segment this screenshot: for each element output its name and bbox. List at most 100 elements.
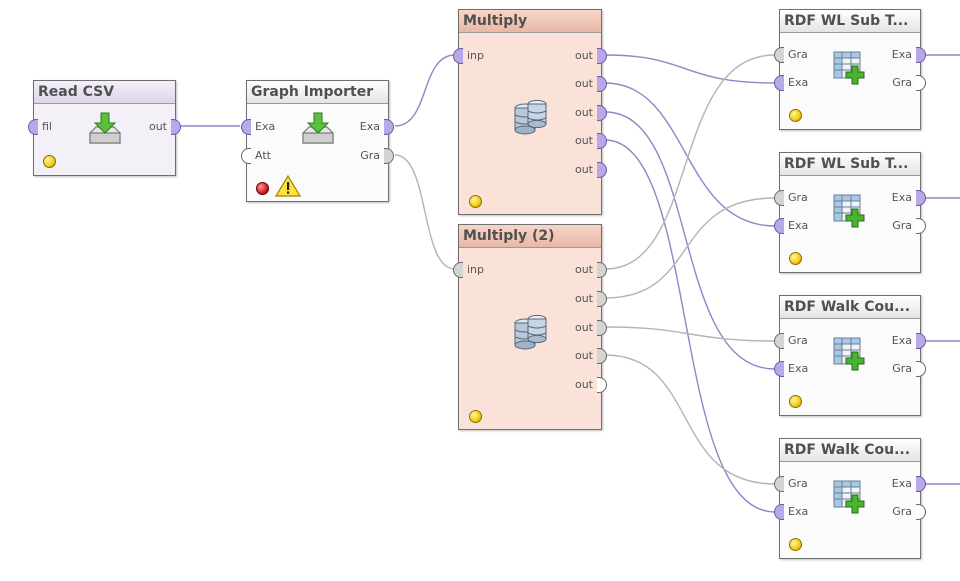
operator-title: Read CSV: [34, 81, 175, 104]
output-port-out[interactable]: [171, 119, 181, 135]
operator-title: RDF WL Sub T...: [780, 10, 920, 33]
operator-rdf-wl-subtree-2[interactable]: RDF WL Sub T... Gra Exa Exa Gra: [774, 152, 926, 273]
port-label: out: [574, 163, 593, 176]
port-label: out: [574, 49, 593, 62]
port-label: out: [574, 77, 593, 90]
input-port-exa[interactable]: [774, 218, 784, 234]
input-port-inp[interactable]: [453, 262, 463, 278]
port-label: Exa: [891, 477, 912, 490]
database-icon: [514, 314, 547, 350]
output-port-out[interactable]: [597, 377, 607, 393]
output-port-out[interactable]: [597, 48, 607, 64]
input-port-gra[interactable]: [774, 190, 784, 206]
wire-multiply-out4-to-walk2-exa: [604, 139, 776, 513]
output-port-exa[interactable]: [916, 333, 926, 349]
table-add-icon: [833, 194, 865, 228]
table-add-icon: [833, 480, 865, 514]
status-bulb-icon: [789, 252, 802, 265]
operator-rdf-wl-subtree-1[interactable]: RDF WL Sub T... Gra Exa Exa Gra: [774, 9, 926, 130]
output-port-exa[interactable]: [384, 119, 394, 135]
operator-multiply[interactable]: Multiply inp out out out out out: [453, 9, 607, 215]
output-port-out[interactable]: [597, 348, 607, 364]
operator-title: RDF Walk Cou...: [780, 296, 920, 319]
port-label: out: [574, 263, 593, 276]
input-port-exa[interactable]: [774, 75, 784, 91]
output-port-gra[interactable]: [916, 361, 926, 377]
output-port-out[interactable]: [597, 320, 607, 336]
port-label: Gra: [788, 334, 808, 347]
output-port-out[interactable]: [597, 105, 607, 121]
operator-graph-importer[interactable]: Graph Importer Exa Att Exa Gra: [241, 80, 394, 202]
port-label: fil: [42, 120, 52, 133]
operator-read-csv[interactable]: Read CSV fil out: [28, 80, 181, 176]
port-label: out: [574, 378, 593, 391]
input-port-gra[interactable]: [774, 333, 784, 349]
port-label: Gra: [892, 76, 912, 89]
operator-title: Multiply (2): [459, 225, 601, 248]
status-bulb-icon: [789, 538, 802, 551]
operator-rdf-walk-count-1[interactable]: RDF Walk Cou... Gra Exa Exa Gra: [774, 295, 926, 416]
input-port-att[interactable]: [241, 148, 251, 164]
port-label: Gra: [892, 362, 912, 375]
wire-multiply-out1-to-wl1-exa: [604, 54, 776, 84]
port-label: Gra: [360, 149, 380, 162]
input-port-exa[interactable]: [241, 119, 251, 135]
port-label: Exa: [891, 191, 912, 204]
table-add-icon: [833, 51, 865, 85]
input-port-gra[interactable]: [774, 47, 784, 63]
table-add-icon: [833, 337, 865, 371]
port-label: Exa: [788, 76, 809, 89]
operator-multiply-2[interactable]: Multiply (2) inp out out out out out: [453, 224, 607, 430]
wire-multiply-out2-to-wl2-exa: [604, 82, 776, 227]
port-label: Gra: [788, 191, 808, 204]
port-label: inp: [467, 263, 485, 276]
input-port-exa[interactable]: [774, 361, 784, 377]
operator-title: Multiply: [459, 10, 601, 33]
wire-multiply2-out1-to-wl1-gra: [604, 54, 776, 270]
port-label: out: [574, 134, 593, 147]
port-label: Exa: [359, 120, 380, 133]
output-port-exa[interactable]: [916, 476, 926, 492]
input-port-fil[interactable]: [28, 119, 38, 135]
port-label: out: [574, 292, 593, 305]
wire-importer-exa-to-multiply: [394, 54, 456, 127]
warning-icon: [275, 175, 301, 197]
operator-rdf-walk-count-2[interactable]: RDF Walk Cou... Gra Exa Exa Gra: [774, 438, 926, 559]
port-label: Exa: [891, 334, 912, 347]
output-port-out[interactable]: [597, 133, 607, 149]
wire-multiply-out3-to-walk1-exa: [604, 111, 776, 370]
wire-importer-gra-to-multiply2: [394, 154, 456, 270]
output-port-gra[interactable]: [384, 148, 394, 164]
port-label: Gra: [892, 219, 912, 232]
status-bulb-icon: [789, 395, 802, 408]
status-bulb-icon: [43, 155, 56, 168]
operator-title: RDF Walk Cou...: [780, 439, 920, 462]
wire-multiply2-out2-to-wl2-gra: [604, 197, 776, 299]
import-arrow-icon: [89, 112, 121, 144]
output-port-exa[interactable]: [916, 47, 926, 63]
error-icon: [256, 182, 269, 195]
port-label: Att: [255, 149, 271, 162]
wire-multiply2-out3-to-walk1-gra: [604, 326, 776, 342]
output-port-out[interactable]: [597, 162, 607, 178]
status-bulb-icon: [469, 195, 482, 208]
output-port-gra[interactable]: [916, 504, 926, 520]
output-port-gra[interactable]: [916, 218, 926, 234]
port-label: Gra: [788, 48, 808, 61]
port-label: Gra: [788, 477, 808, 490]
input-port-gra[interactable]: [774, 476, 784, 492]
port-label: Exa: [788, 362, 809, 375]
input-port-exa[interactable]: [774, 504, 784, 520]
port-label: Exa: [255, 120, 276, 133]
output-port-out[interactable]: [597, 291, 607, 307]
output-port-exa[interactable]: [916, 190, 926, 206]
status-bulb-icon: [469, 410, 482, 423]
input-port-inp[interactable]: [453, 48, 463, 64]
operator-title: Graph Importer: [247, 81, 388, 104]
operator-title: RDF WL Sub T...: [780, 153, 920, 176]
port-label: Exa: [788, 505, 809, 518]
output-port-out[interactable]: [597, 262, 607, 278]
output-port-gra[interactable]: [916, 75, 926, 91]
port-label: out: [574, 321, 593, 334]
output-port-out[interactable]: [597, 76, 607, 92]
